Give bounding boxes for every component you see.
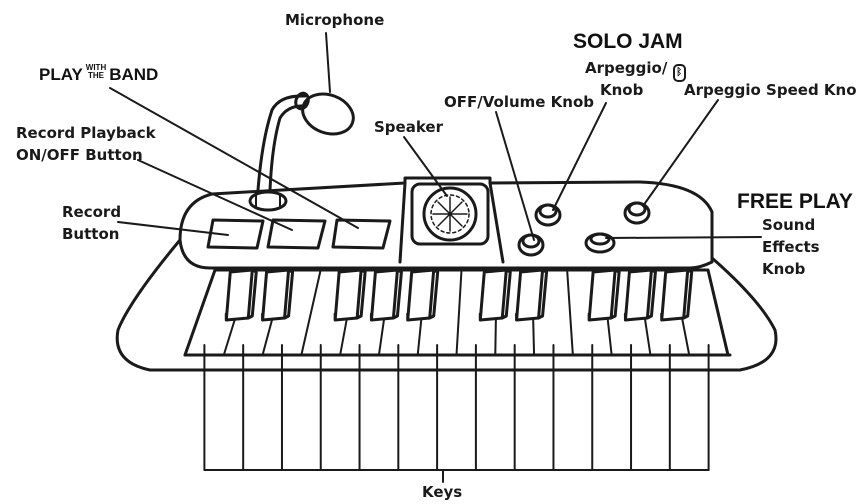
label-arpeggio-2: Knob	[600, 81, 644, 99]
leader-lines	[109, 32, 762, 241]
label-with: WITH	[85, 63, 107, 72]
leader-record-playback	[137, 159, 293, 231]
speaker-grille	[410, 182, 490, 246]
black-key	[515, 268, 549, 322]
label-record-button-1: Record	[62, 203, 122, 221]
black-keys	[224, 268, 694, 322]
label-sound-1: Sound	[762, 216, 816, 234]
key-leader-lines	[203, 344, 710, 483]
leader-volume	[495, 111, 535, 241]
leader-sound-effects	[605, 236, 762, 239]
leader-arpeggio-speed	[642, 99, 719, 207]
leader-microphone	[325, 32, 331, 93]
white-key-divider	[455, 269, 463, 356]
black-key	[224, 268, 258, 322]
black-key	[660, 268, 694, 322]
microphone-illustration	[248, 91, 355, 212]
label-speaker: Speaker	[374, 118, 443, 136]
label-free-play: FREE PLAY	[737, 190, 853, 213]
black-key	[406, 268, 440, 322]
white-key-divider	[300, 269, 322, 356]
leader-speaker	[403, 136, 448, 197]
white-key-divider	[566, 269, 574, 356]
bluetooth-icon: ᛒ	[672, 64, 686, 82]
label-volume-knob: OFF/Volume Knob	[444, 93, 595, 111]
label-arpeggio-1: Arpeggio/ ᛒ	[585, 58, 686, 82]
label-arpeggio-text: Arpeggio/	[585, 59, 668, 77]
black-key	[587, 268, 621, 322]
black-key	[261, 268, 295, 322]
label-solo-jam: SOLO JAM	[573, 30, 683, 53]
label-sound-3: Knob	[762, 260, 806, 278]
label-sound-2: Effects	[762, 238, 820, 256]
knobs	[517, 201, 651, 257]
leader-record-button	[117, 221, 229, 236]
label-record-button-2: Button	[62, 225, 120, 243]
black-key	[623, 268, 657, 322]
label-microphone: Microphone	[285, 11, 385, 29]
label-band: BAND	[109, 65, 159, 84]
black-key	[369, 268, 403, 322]
label-arpeggio-speed: Arpeggio Speed Knob	[684, 81, 857, 99]
black-key	[333, 268, 367, 322]
black-key	[478, 268, 512, 322]
record-buttons	[206, 218, 392, 250]
label-play: PLAY	[39, 65, 83, 84]
label-record-playback-1: Record Playback	[16, 124, 156, 142]
label-keys: Keys	[422, 483, 463, 501]
leader-play-band	[109, 87, 359, 229]
label-record-playback-2: ON/OFF Button	[16, 146, 143, 164]
label-the: THE	[88, 71, 104, 80]
leader-arpeggio	[552, 102, 607, 211]
